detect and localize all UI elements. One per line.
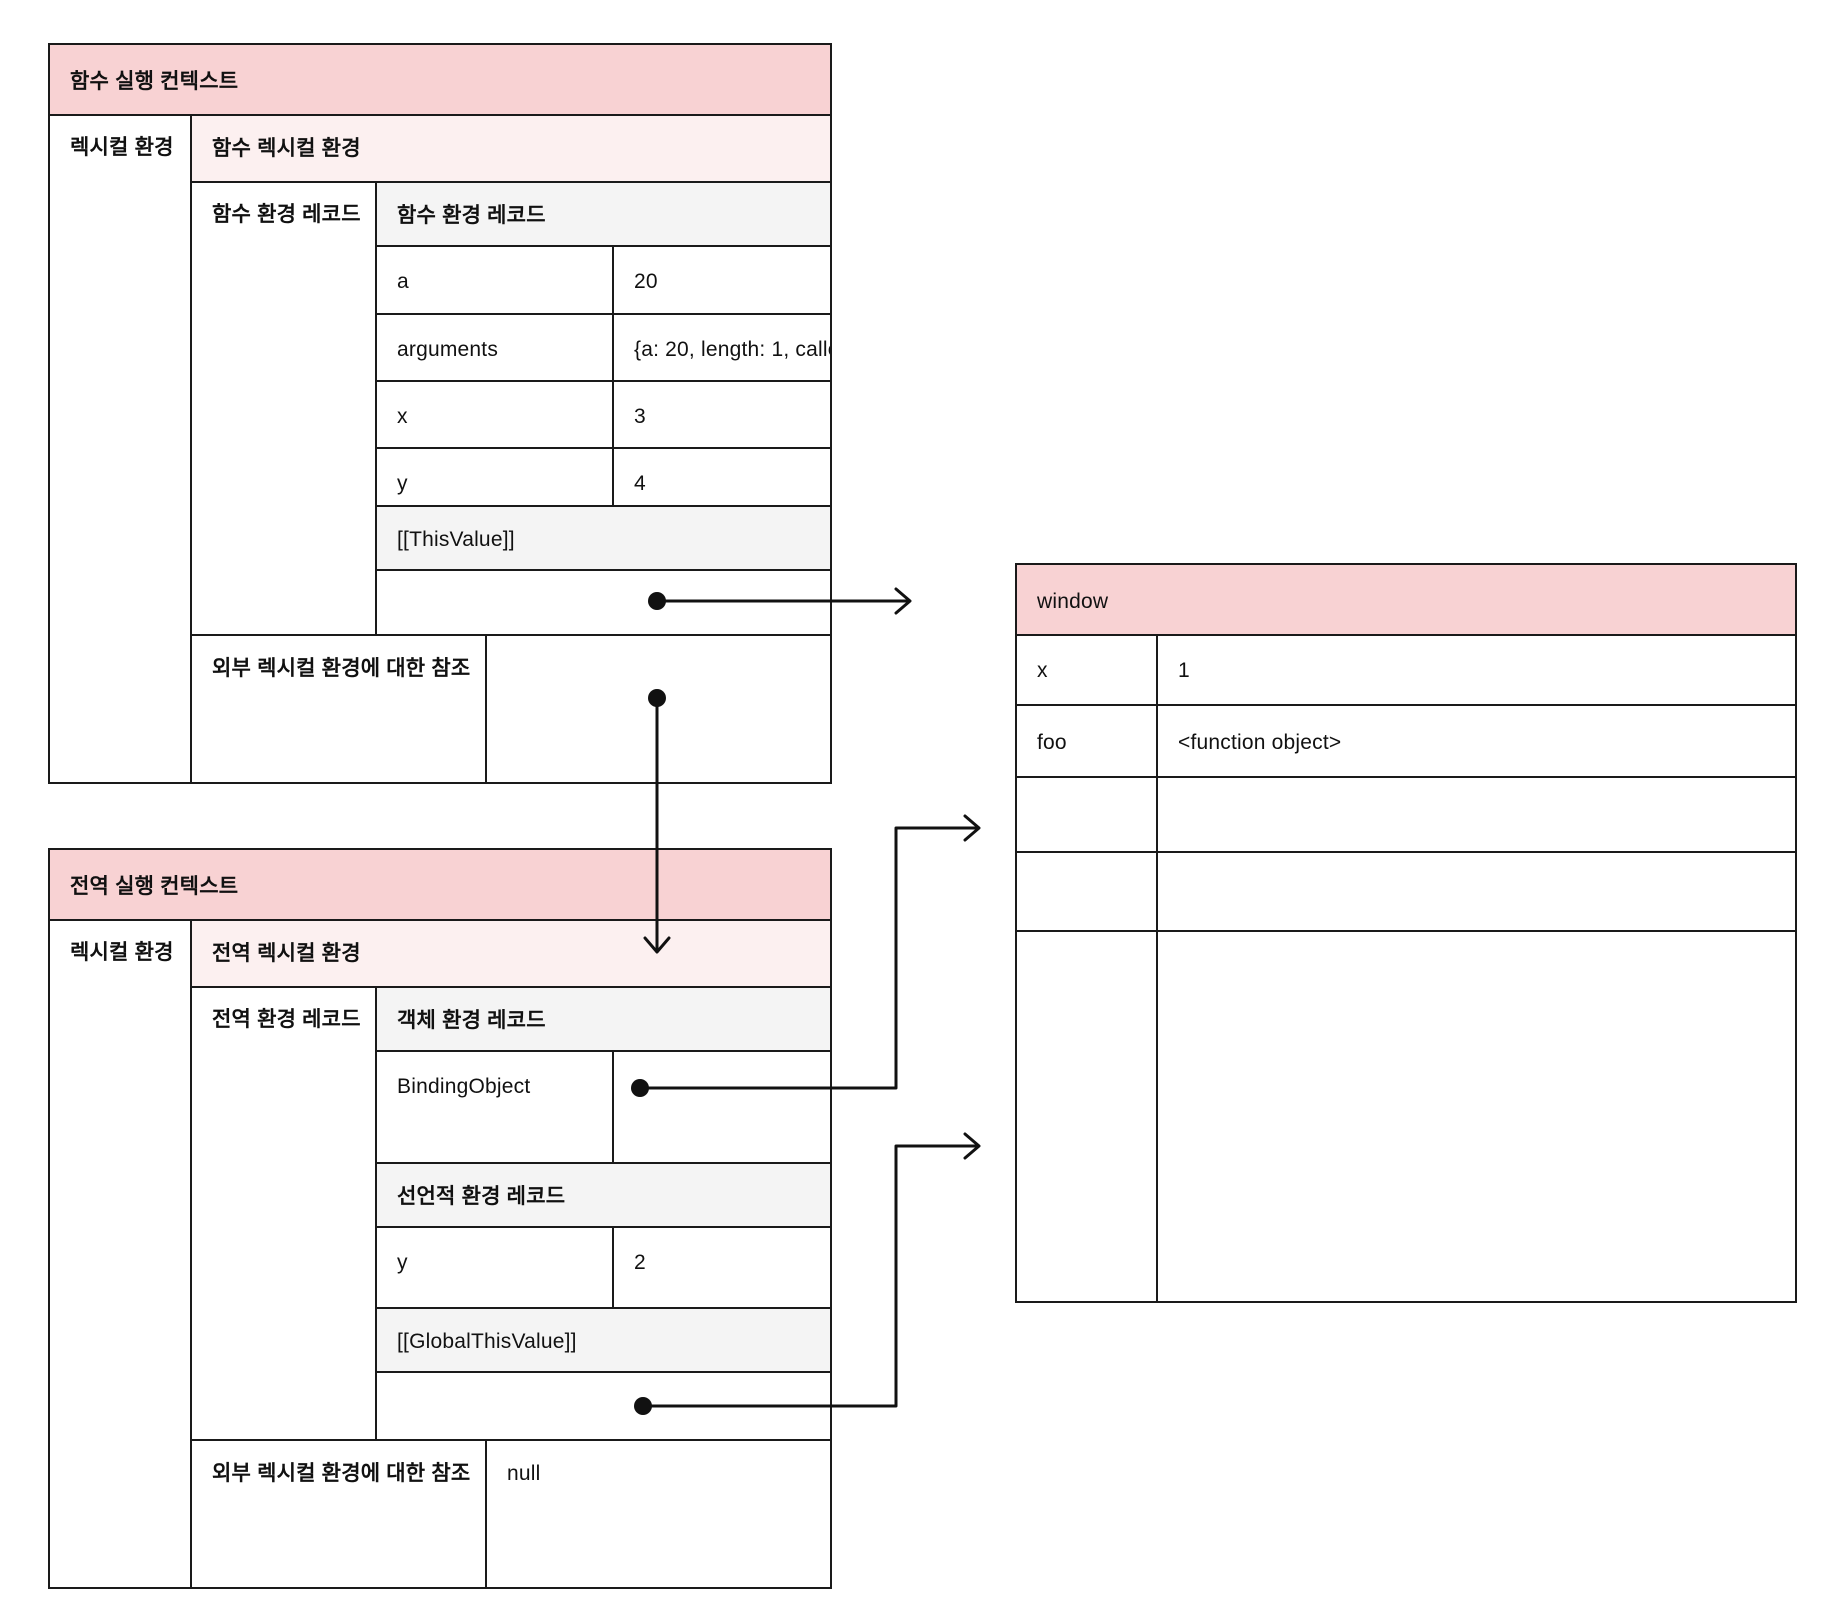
global-outer-ref: 외부 렉시컬 환경에 대한 참조 xyxy=(190,1439,487,1589)
row-value: 20 xyxy=(634,270,658,293)
function-env-record-title: 함수 환경 레코드 xyxy=(397,204,546,227)
table-row xyxy=(1015,776,1158,853)
binding-object-value xyxy=(612,1050,832,1164)
row-value: 4 xyxy=(634,472,646,495)
table-row: a xyxy=(375,245,614,315)
table-row: x xyxy=(1015,634,1158,706)
declarative-env-record-title: 선언적 환경 레코드 xyxy=(397,1185,566,1208)
function-lexical-env-title: 함수 렉시컬 환경 xyxy=(212,137,361,160)
window-header: window xyxy=(1015,563,1797,636)
object-env-record-header: 객체 환경 레코드 xyxy=(375,986,832,1052)
table-row: x xyxy=(375,380,614,449)
global-context-title: 전역 실행 컨텍스트 xyxy=(70,875,239,898)
row-key: y xyxy=(397,472,408,495)
global-lexical-env-label: 렉시컬 환경 xyxy=(70,941,174,964)
table-row xyxy=(1156,930,1797,1303)
row-value: <function object> xyxy=(1178,731,1342,754)
global-outer-ref-label: 외부 렉시컬 환경에 대한 참조 xyxy=(212,1462,471,1485)
object-env-record-title: 객체 환경 레코드 xyxy=(397,1009,546,1032)
table-row: BindingObject xyxy=(375,1050,614,1164)
function-outer-ref: 외부 렉시컬 환경에 대한 참조 xyxy=(190,634,487,784)
global-this-value-header: [[GlobalThisValue]] xyxy=(375,1307,832,1373)
this-value-slot xyxy=(375,569,832,636)
table-row: foo xyxy=(1015,704,1158,778)
global-lexical-env-header: 전역 렉시컬 환경 xyxy=(190,919,832,988)
table-row xyxy=(1015,851,1158,932)
table-row: y xyxy=(375,1226,614,1309)
row-key: a xyxy=(397,270,409,293)
table-row: y xyxy=(375,447,614,507)
function-outer-ref-value xyxy=(485,634,832,784)
row-key: arguments xyxy=(397,338,499,361)
function-env-record-header: 함수 환경 레코드 xyxy=(375,181,832,247)
row-key: y xyxy=(397,1251,408,1274)
table-row xyxy=(1015,930,1158,1303)
table-row: 20 xyxy=(612,245,832,315)
function-env-record-label: 함수 환경 레코드 xyxy=(212,203,361,226)
function-lexical-env-label: 렉시컬 환경 xyxy=(70,136,174,159)
table-row xyxy=(1156,851,1797,932)
table-row: 3 xyxy=(612,380,832,449)
row-value: 1 xyxy=(1178,659,1190,682)
table-row: arguments xyxy=(375,313,614,382)
table-row: 1 xyxy=(1156,634,1797,706)
global-context-header: 전역 실행 컨텍스트 xyxy=(48,848,832,921)
function-context-header: 함수 실행 컨텍스트 xyxy=(48,43,832,116)
function-lexical-env-header: 함수 렉시컬 환경 xyxy=(190,114,832,183)
row-value: 3 xyxy=(634,405,646,428)
row-key: x xyxy=(1037,659,1048,682)
row-key: x xyxy=(397,405,408,428)
function-context-title: 함수 실행 컨텍스트 xyxy=(70,70,239,93)
table-row: 4 xyxy=(612,447,832,507)
binding-object-label: BindingObject xyxy=(397,1075,531,1098)
window-title: window xyxy=(1037,590,1109,613)
table-row: 2 xyxy=(612,1226,832,1309)
global-this-value-slot xyxy=(375,1371,832,1441)
function-outer-ref-label: 외부 렉시컬 환경에 대한 참조 xyxy=(212,657,471,680)
table-row: {a: 20, length: 1, calle xyxy=(612,313,832,382)
global-env-record-label: 전역 환경 레코드 xyxy=(212,1008,361,1031)
null-value: null xyxy=(507,1462,541,1485)
row-value: {a: 20, length: 1, calle xyxy=(634,338,832,361)
row-key: foo xyxy=(1037,731,1067,754)
global-lexical-env-title: 전역 렉시컬 환경 xyxy=(212,942,361,965)
row-value: 2 xyxy=(634,1251,646,1274)
global-this-value-label: [[GlobalThisValue]] xyxy=(397,1330,577,1353)
declarative-env-record-header: 선언적 환경 레코드 xyxy=(375,1162,832,1228)
this-value-header: [[ThisValue]] xyxy=(375,505,832,571)
global-outer-ref-value: null xyxy=(485,1439,832,1589)
this-value-label: [[ThisValue]] xyxy=(397,528,515,551)
table-row: <function object> xyxy=(1156,704,1797,778)
table-row xyxy=(1156,776,1797,853)
